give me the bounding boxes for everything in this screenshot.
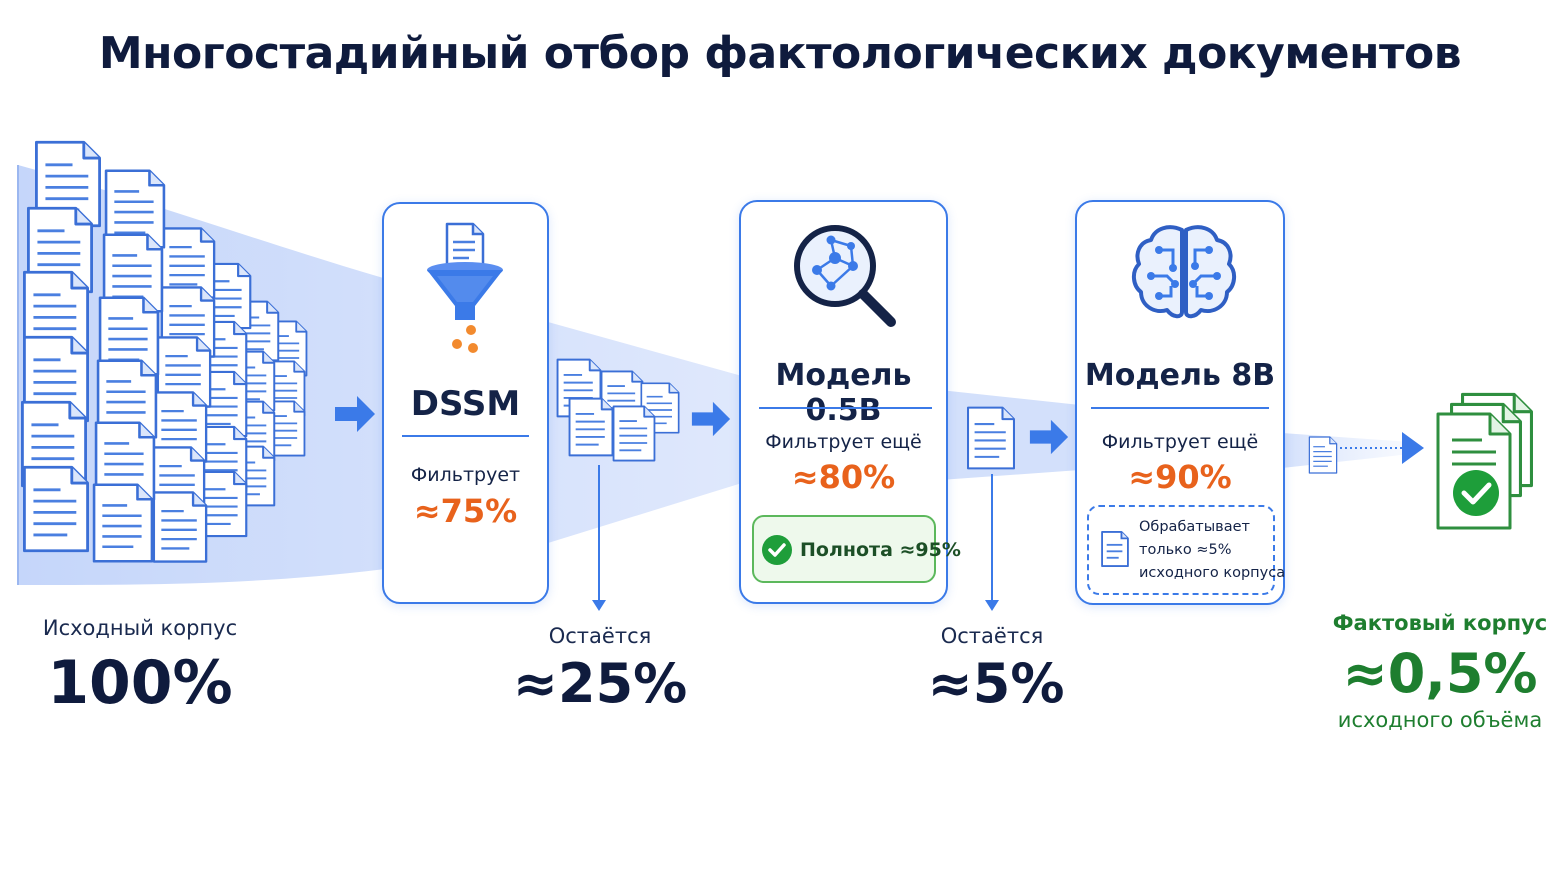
stage-card-model-8b: Модель 8B Фильтрует ещё ≈90% Обрабатывае… <box>1075 200 1285 605</box>
note-line: исходного корпуса <box>1139 565 1286 581</box>
remaining-documents-icon <box>966 406 1016 470</box>
arrow-down-icon <box>985 474 999 611</box>
stage-title: DSSM <box>410 384 521 424</box>
funnel-band-tail <box>1282 433 1410 468</box>
remaining-label: Остаётся <box>548 624 652 648</box>
filter-value: ≈75% <box>413 492 518 530</box>
card-divider <box>759 407 932 409</box>
funnel-icon <box>427 222 503 353</box>
result-value: ≈0,5% <box>1342 642 1538 705</box>
remaining-value: ≈25% <box>512 652 688 715</box>
filter-label: Фильтрует ещё <box>1101 431 1259 453</box>
source-value: 100% <box>47 648 233 718</box>
note-line: только ≈5% <box>1139 542 1232 558</box>
filter-value: ≈90% <box>1128 458 1232 496</box>
filter-value: ≈80% <box>791 458 896 496</box>
document-icon <box>1101 531 1129 567</box>
remaining-label: Остаётся <box>940 624 1044 648</box>
stage-title: Модель 0.5B <box>775 358 912 428</box>
arrow-down-icon <box>592 465 606 611</box>
card-divider <box>402 435 529 437</box>
brain-circuit-icon <box>1132 225 1236 319</box>
fact-corpus-icon <box>1436 392 1534 530</box>
source-documents-icon <box>20 140 308 563</box>
filter-label: Фильтрует <box>410 464 521 486</box>
small-document-icon <box>1308 436 1338 474</box>
recall-badge: Полнота ≈95% <box>752 515 961 583</box>
note-box: Обрабатывает только ≈5% исходного корпус… <box>1087 505 1285 595</box>
arrow-to-result-icon <box>1340 432 1424 464</box>
check-circle-icon <box>1453 470 1499 516</box>
filter-label: Фильтрует ещё <box>765 431 922 453</box>
stage-card-model-05b: Модель 0.5B Фильтрует ещё ≈80% Полнота ≈… <box>739 200 961 604</box>
stage-card-dssm: DSSM Фильтрует ≈75% <box>382 202 549 604</box>
remaining-value: ≈5% <box>927 652 1065 715</box>
magnifier-network-icon <box>794 225 896 327</box>
card-divider <box>1091 407 1269 409</box>
note-line: Обрабатывает <box>1139 519 1250 535</box>
result-sublabel: исходного объёма <box>1337 708 1543 732</box>
check-circle-icon <box>762 535 792 565</box>
result-label: Фактовый корпус <box>1332 611 1548 635</box>
recall-text: Полнота ≈95% <box>800 539 961 561</box>
source-label: Исходный корпус <box>42 616 238 640</box>
stage-title: Модель 8B <box>1084 358 1276 393</box>
page-title: Многостадийный отбор фактологических док… <box>98 28 1462 79</box>
